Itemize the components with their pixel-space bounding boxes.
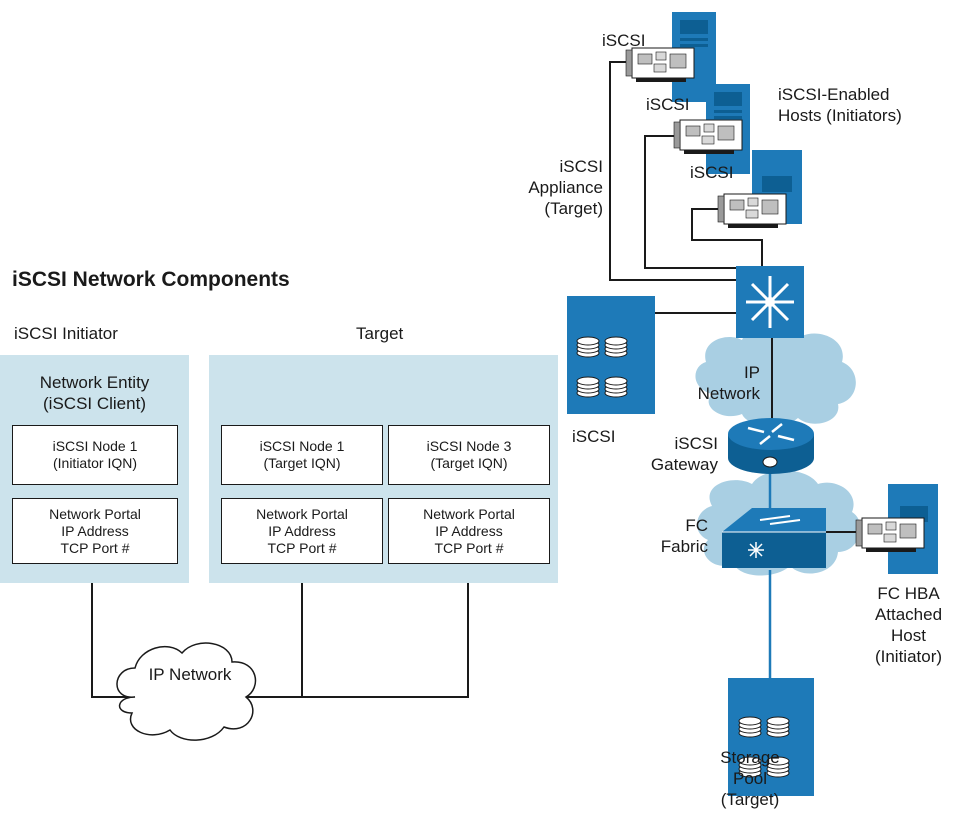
target-node-1-line1: iSCSI Node 1 bbox=[259, 438, 345, 454]
ethernet-switch-icon bbox=[736, 266, 804, 338]
target-portal-2-line1: Network Portal bbox=[423, 505, 515, 522]
hosts-label-line1: iSCSI-Enabled bbox=[778, 85, 890, 104]
fc-fabric-label-line1: FC bbox=[685, 516, 708, 535]
host-3-card-label: iSCSI bbox=[690, 163, 734, 182]
host-1-card-label: iSCSI bbox=[602, 31, 646, 50]
target-node-3-line1: iSCSI Node 3 bbox=[426, 438, 512, 454]
ip-network-cloud-label: IP Network bbox=[148, 665, 232, 684]
iscsi-gateway-router-icon bbox=[728, 418, 814, 474]
appliance-label-line3: (Target) bbox=[544, 199, 603, 218]
fc-host-label-line3: Host bbox=[891, 626, 926, 645]
diagram-title: iSCSI Network Components bbox=[12, 268, 290, 291]
fc-host-label-line1: FC HBA bbox=[877, 584, 940, 603]
gateway-label: iSCSI Gateway bbox=[620, 433, 718, 475]
network-entity-line1: Network Entity bbox=[39, 373, 150, 392]
target-node-1-box: iSCSI Node 1 (Target IQN) bbox=[221, 425, 383, 485]
storage-pool-label-line1: Storage bbox=[720, 748, 780, 767]
storage-pool-label-line3: (Target) bbox=[720, 790, 780, 809]
target-node-3-line2: (Target IQN) bbox=[430, 455, 508, 471]
appliance-label-line2: Appliance bbox=[528, 178, 603, 197]
target-node-1-line2: (Target IQN) bbox=[263, 455, 341, 471]
fc-hba-card bbox=[855, 517, 925, 553]
hba-card-2 bbox=[673, 119, 743, 155]
network-entity-line2: (iSCSI Client) bbox=[43, 394, 146, 413]
initiator-portal-line3: TCP Port # bbox=[60, 539, 130, 556]
host-2-card-label: iSCSI bbox=[646, 95, 690, 114]
initiator-heading: iSCSI Initiator bbox=[14, 324, 118, 343]
fc-fabric-label-line2: Fabric bbox=[660, 537, 708, 556]
ip-network-label-line1: IP bbox=[743, 363, 760, 382]
fc-switch-icon bbox=[722, 508, 826, 568]
storage-pool-icon bbox=[728, 678, 814, 796]
storage-pool-label: Storage Pool (Target) bbox=[700, 747, 800, 810]
target-node-3-box: iSCSI Node 3 (Target IQN) bbox=[388, 425, 550, 485]
initiator-node-line1: iSCSI Node 1 bbox=[52, 438, 138, 454]
initiator-portal-line2: IP Address bbox=[61, 522, 129, 539]
initiator-node-box: iSCSI Node 1 (Initiator IQN) bbox=[12, 425, 178, 485]
target-portal-2-line3: TCP Port # bbox=[434, 539, 504, 556]
hosts-label-line2: Hosts (Initiators) bbox=[778, 106, 902, 125]
appliance-label-line1: iSCSI bbox=[559, 157, 603, 176]
iscsi-storage-appliance-icon bbox=[567, 296, 655, 414]
ip-network-label-line2: Network bbox=[697, 384, 760, 403]
target-heading: Target bbox=[356, 324, 404, 343]
fc-host-label: FC HBA Attached Host (Initiator) bbox=[860, 583, 957, 667]
initiator-portal-box: Network Portal IP Address TCP Port # bbox=[12, 498, 178, 564]
target-portal-1-line1: Network Portal bbox=[256, 505, 348, 522]
appliance-label: iSCSI Appliance (Target) bbox=[500, 156, 603, 219]
target-portal-2-box: Network Portal IP Address TCP Port # bbox=[388, 498, 550, 564]
fc-host-label-line2: Attached bbox=[874, 605, 943, 624]
initiator-node-line2: (Initiator IQN) bbox=[52, 455, 137, 471]
iscsi-storage-label: iSCSI bbox=[572, 427, 616, 446]
gateway-label-line2: Gateway bbox=[650, 455, 718, 474]
gateway-label-line1: iSCSI bbox=[674, 434, 718, 453]
hba-card-3 bbox=[717, 193, 787, 229]
right-cabling bbox=[609, 61, 860, 533]
storage-pool-label-line2: Pool bbox=[732, 769, 768, 788]
target-portal-1-line3: TCP Port # bbox=[267, 539, 337, 556]
initiator-portal-line1: Network Portal bbox=[49, 505, 141, 522]
left-network-lines bbox=[91, 583, 469, 698]
ip-network-cloud bbox=[116, 642, 257, 741]
fc-host-label-line4: (Initiator) bbox=[874, 647, 943, 666]
ip-network-cloud-right bbox=[695, 324, 856, 426]
target-portal-2-line2: IP Address bbox=[435, 522, 503, 539]
fc-fabric-label: FC Fabric bbox=[640, 515, 708, 557]
target-portal-1-line2: IP Address bbox=[268, 522, 336, 539]
ip-network-label: IP Network bbox=[660, 362, 760, 404]
hosts-label: iSCSI-Enabled Hosts (Initiators) bbox=[778, 84, 902, 126]
hba-card-1 bbox=[625, 47, 695, 83]
target-portal-1-box: Network Portal IP Address TCP Port # bbox=[221, 498, 383, 564]
network-entity-label: Network Entity (iSCSI Client) bbox=[0, 372, 189, 414]
